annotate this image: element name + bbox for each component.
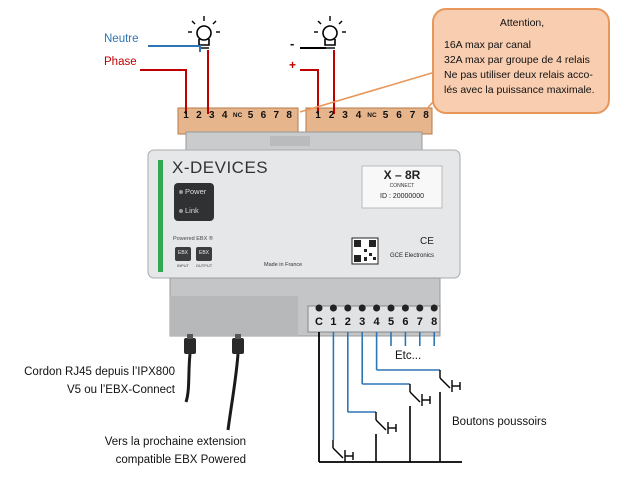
terminal-number: 8	[286, 110, 292, 121]
ebx-output-port	[196, 247, 212, 261]
ebx-output-label: OUTPUT	[195, 263, 213, 268]
next-extension-line1: Vers la prochaine extension	[104, 436, 246, 448]
ebx-input-port	[175, 247, 191, 261]
terminal-number: 3	[342, 110, 348, 121]
model-name: X – 8R	[383, 168, 421, 182]
wire-segment	[375, 419, 387, 431]
top-terminal-block-right	[305, 107, 433, 135]
callout-title: Attention,	[499, 17, 545, 29]
push-buttons-label: Boutons poussoirs	[452, 416, 547, 428]
ebx-input-badge: EBX	[177, 250, 188, 256]
terminal-screw	[344, 304, 352, 312]
terminal-screw	[373, 304, 381, 312]
phase-label: Phase	[104, 56, 137, 68]
dc-plus-wire	[300, 69, 319, 114]
model-plate	[361, 165, 443, 209]
brand-accent-bar	[158, 160, 163, 272]
model-sub: CONNECT	[389, 183, 415, 189]
rj45-label-line2: V5 ou l’EBX-Connect	[66, 384, 175, 396]
bulb-ac-icon	[188, 16, 220, 49]
terminal-number: 3	[359, 316, 366, 328]
terminal-screw	[430, 304, 438, 312]
powered-ebx-label: Powered EBX ®	[173, 236, 213, 242]
terminal-screw	[315, 304, 323, 312]
wire-segment	[332, 447, 344, 459]
terminal-number: 4	[355, 110, 362, 121]
device-id: ID : 20000000	[380, 193, 424, 200]
status-window	[174, 183, 214, 221]
callout-pointers	[299, 69, 443, 113]
terminal-number: NC	[232, 112, 243, 119]
terminal-number: 3	[209, 110, 215, 121]
terminal-screw	[416, 304, 424, 312]
terminal-screw	[329, 304, 337, 312]
bulb-dc-icon	[314, 16, 346, 49]
terminal-number: 2	[196, 110, 202, 121]
power-led	[179, 190, 183, 194]
terminal-number: 6	[402, 316, 409, 328]
callout-line: Ne pas utiliser deux relais acco-	[444, 69, 593, 81]
top-terminal-block-left	[177, 107, 299, 135]
terminal-number: 7	[416, 316, 423, 328]
neutral-label: Neutre	[104, 33, 139, 45]
terminal-number: 2	[328, 110, 335, 121]
ebx-output-badge: EBX	[198, 250, 209, 256]
wire-segment	[409, 391, 421, 403]
terminal-number: C	[315, 316, 323, 328]
etc-label: Etc...	[395, 350, 422, 362]
callout-line: lés avec la puissance maximale.	[444, 84, 595, 96]
terminal-number: 4	[221, 110, 228, 121]
rj45-cable-out	[226, 334, 244, 431]
terminal-number: 1	[315, 110, 321, 121]
next-extension-line2: compatible EBX Powered	[115, 454, 246, 466]
made-in-label: Made in France	[264, 262, 303, 268]
terminal-screw	[401, 304, 409, 312]
rj45-cable-in	[184, 334, 196, 403]
power-label: Power	[185, 187, 207, 196]
push-button-wiring	[318, 332, 462, 463]
terminal-screw	[358, 304, 366, 312]
callout-line: 32A max par groupe de 4 relais	[444, 54, 590, 66]
terminal-number: NC	[367, 112, 377, 119]
terminal-number: 5	[382, 110, 389, 121]
terminal-number: 6	[396, 110, 402, 121]
terminal-number: 5	[387, 316, 395, 328]
attention-callout: Attention, 16A max par canal 32A max par…	[432, 8, 610, 114]
wire-segment	[439, 377, 451, 389]
terminal-number: 8	[423, 110, 429, 121]
rj45-label-line1: Cordon RJ45 depuis l’IPX800	[24, 366, 175, 378]
brand-logo: X-DEVICES	[172, 158, 269, 177]
callout-line: 16A max par canal	[444, 39, 531, 51]
terminal-number: 6	[260, 110, 267, 121]
minus-label: -	[290, 36, 295, 51]
phase-wire	[140, 69, 187, 114]
terminal-number: 8	[431, 316, 438, 328]
terminal-screw	[387, 304, 395, 312]
terminal-number: 7	[409, 110, 416, 121]
terminal-number: 2	[344, 316, 351, 328]
neutral-wire	[148, 45, 201, 52]
link-label: Link	[185, 206, 199, 215]
terminal-number: 4	[373, 316, 380, 328]
ce-mark: CE	[420, 236, 434, 247]
plus-label: +	[289, 58, 297, 72]
terminal-number: 1	[183, 110, 189, 121]
ebx-input-label: INPUT	[177, 263, 189, 268]
maker-name: GCE Electronics	[390, 253, 435, 259]
terminal-number: 1	[330, 316, 337, 328]
terminal-number: 5	[247, 110, 254, 121]
terminal-number: 7	[273, 110, 280, 121]
link-led	[179, 209, 183, 213]
qr-code	[351, 237, 379, 265]
